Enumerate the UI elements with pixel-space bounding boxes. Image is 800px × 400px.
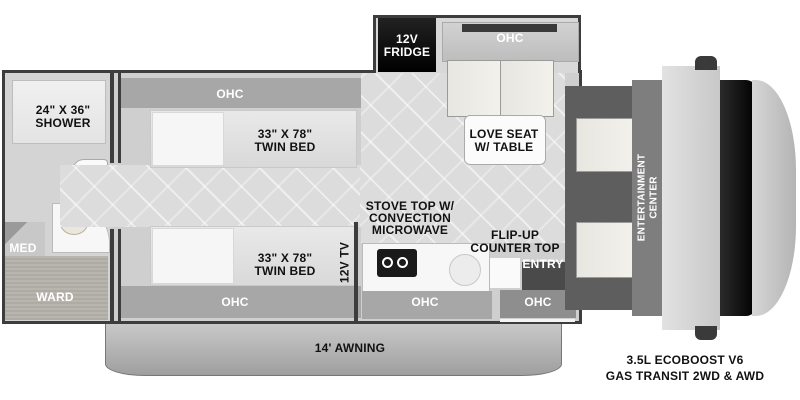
entry-step — [522, 262, 566, 292]
stove-label-1: STOVE TOP W/ — [365, 199, 455, 213]
entry-door[interactable] — [500, 319, 575, 322]
fridge-label-2: FRIDGE — [383, 45, 431, 59]
galley-ohc-bar — [362, 291, 492, 319]
med-cabinet — [5, 222, 45, 256]
ward-label: WARD — [36, 290, 74, 304]
partition-wall-top — [110, 73, 114, 163]
shower — [12, 80, 106, 144]
bedroom-wall-top — [118, 73, 121, 163]
stove-top-icon — [377, 249, 417, 277]
slideout-ohc-label: OHC — [496, 31, 524, 45]
flip-up-counter — [490, 258, 520, 288]
stove-label-3: MICROWAVE — [371, 223, 449, 237]
shower-label: SHOWER — [35, 116, 91, 130]
galley-ohc-label: OHC — [411, 295, 439, 309]
top-pillow — [152, 112, 224, 166]
counter-label-1: FLIP-UP — [490, 228, 540, 242]
entertainment-label-2: CENTER — [648, 176, 660, 219]
burner-left-icon — [382, 257, 393, 268]
top-ohc-bar — [121, 78, 361, 108]
entertainment-center — [632, 80, 662, 316]
top-bed-name: TWIN BED — [254, 140, 316, 154]
entry-label: ENTRY — [522, 257, 564, 271]
bottom-ohc-label: OHC — [221, 295, 249, 309]
bottom-ohc-bar — [121, 286, 361, 318]
tv-label: 12V TV — [337, 241, 352, 284]
partition-wall-bottom — [110, 229, 114, 321]
burner-right-icon — [397, 257, 408, 268]
fridge — [378, 18, 436, 72]
awning-label: 14' AWNING — [314, 341, 386, 355]
passenger-seat — [576, 222, 634, 278]
bedroom-wall-bottom — [118, 229, 121, 321]
fridge-label-1: 12V — [396, 32, 418, 46]
love-seat-left — [447, 60, 501, 117]
entry-ohc-bar — [500, 290, 576, 318]
bottom-pillow — [152, 228, 234, 284]
windshield — [720, 80, 756, 316]
top-ohc-label: OHC — [216, 87, 244, 101]
shower-dims: 24" X 36" — [35, 103, 91, 117]
front-nose — [752, 80, 796, 316]
bottom-bed-dims: 33" X 78" — [257, 251, 313, 265]
mirror-bottom — [695, 326, 717, 340]
driver-seat — [576, 118, 634, 172]
love-seat-label-1: LOVE SEAT — [469, 127, 539, 141]
kitchen-sink-icon — [449, 254, 481, 286]
bottom-bed-name: TWIN BED — [254, 264, 316, 278]
engine-label-2: GAS TRANSIT 2WD & AWD — [605, 369, 765, 383]
stove-label-2: CONVECTION — [368, 211, 451, 225]
tv-wall — [354, 222, 358, 322]
entry-ohc-label: OHC — [524, 295, 552, 309]
med-label: MED — [9, 241, 37, 255]
love-seat-table — [464, 115, 546, 165]
cab-hood — [662, 66, 720, 330]
wardrobe — [5, 256, 108, 320]
love-seat-label-2: W/ TABLE — [474, 140, 534, 154]
slideout-ohc-dark — [462, 24, 557, 32]
counter-label-2: COUNTER TOP — [470, 241, 560, 255]
love-seat-right — [500, 60, 554, 117]
mirror-top — [695, 56, 717, 70]
top-bed-dims: 33" X 78" — [257, 127, 313, 141]
engine-label-1: 3.5L ECOBOOST V6 — [626, 353, 744, 367]
